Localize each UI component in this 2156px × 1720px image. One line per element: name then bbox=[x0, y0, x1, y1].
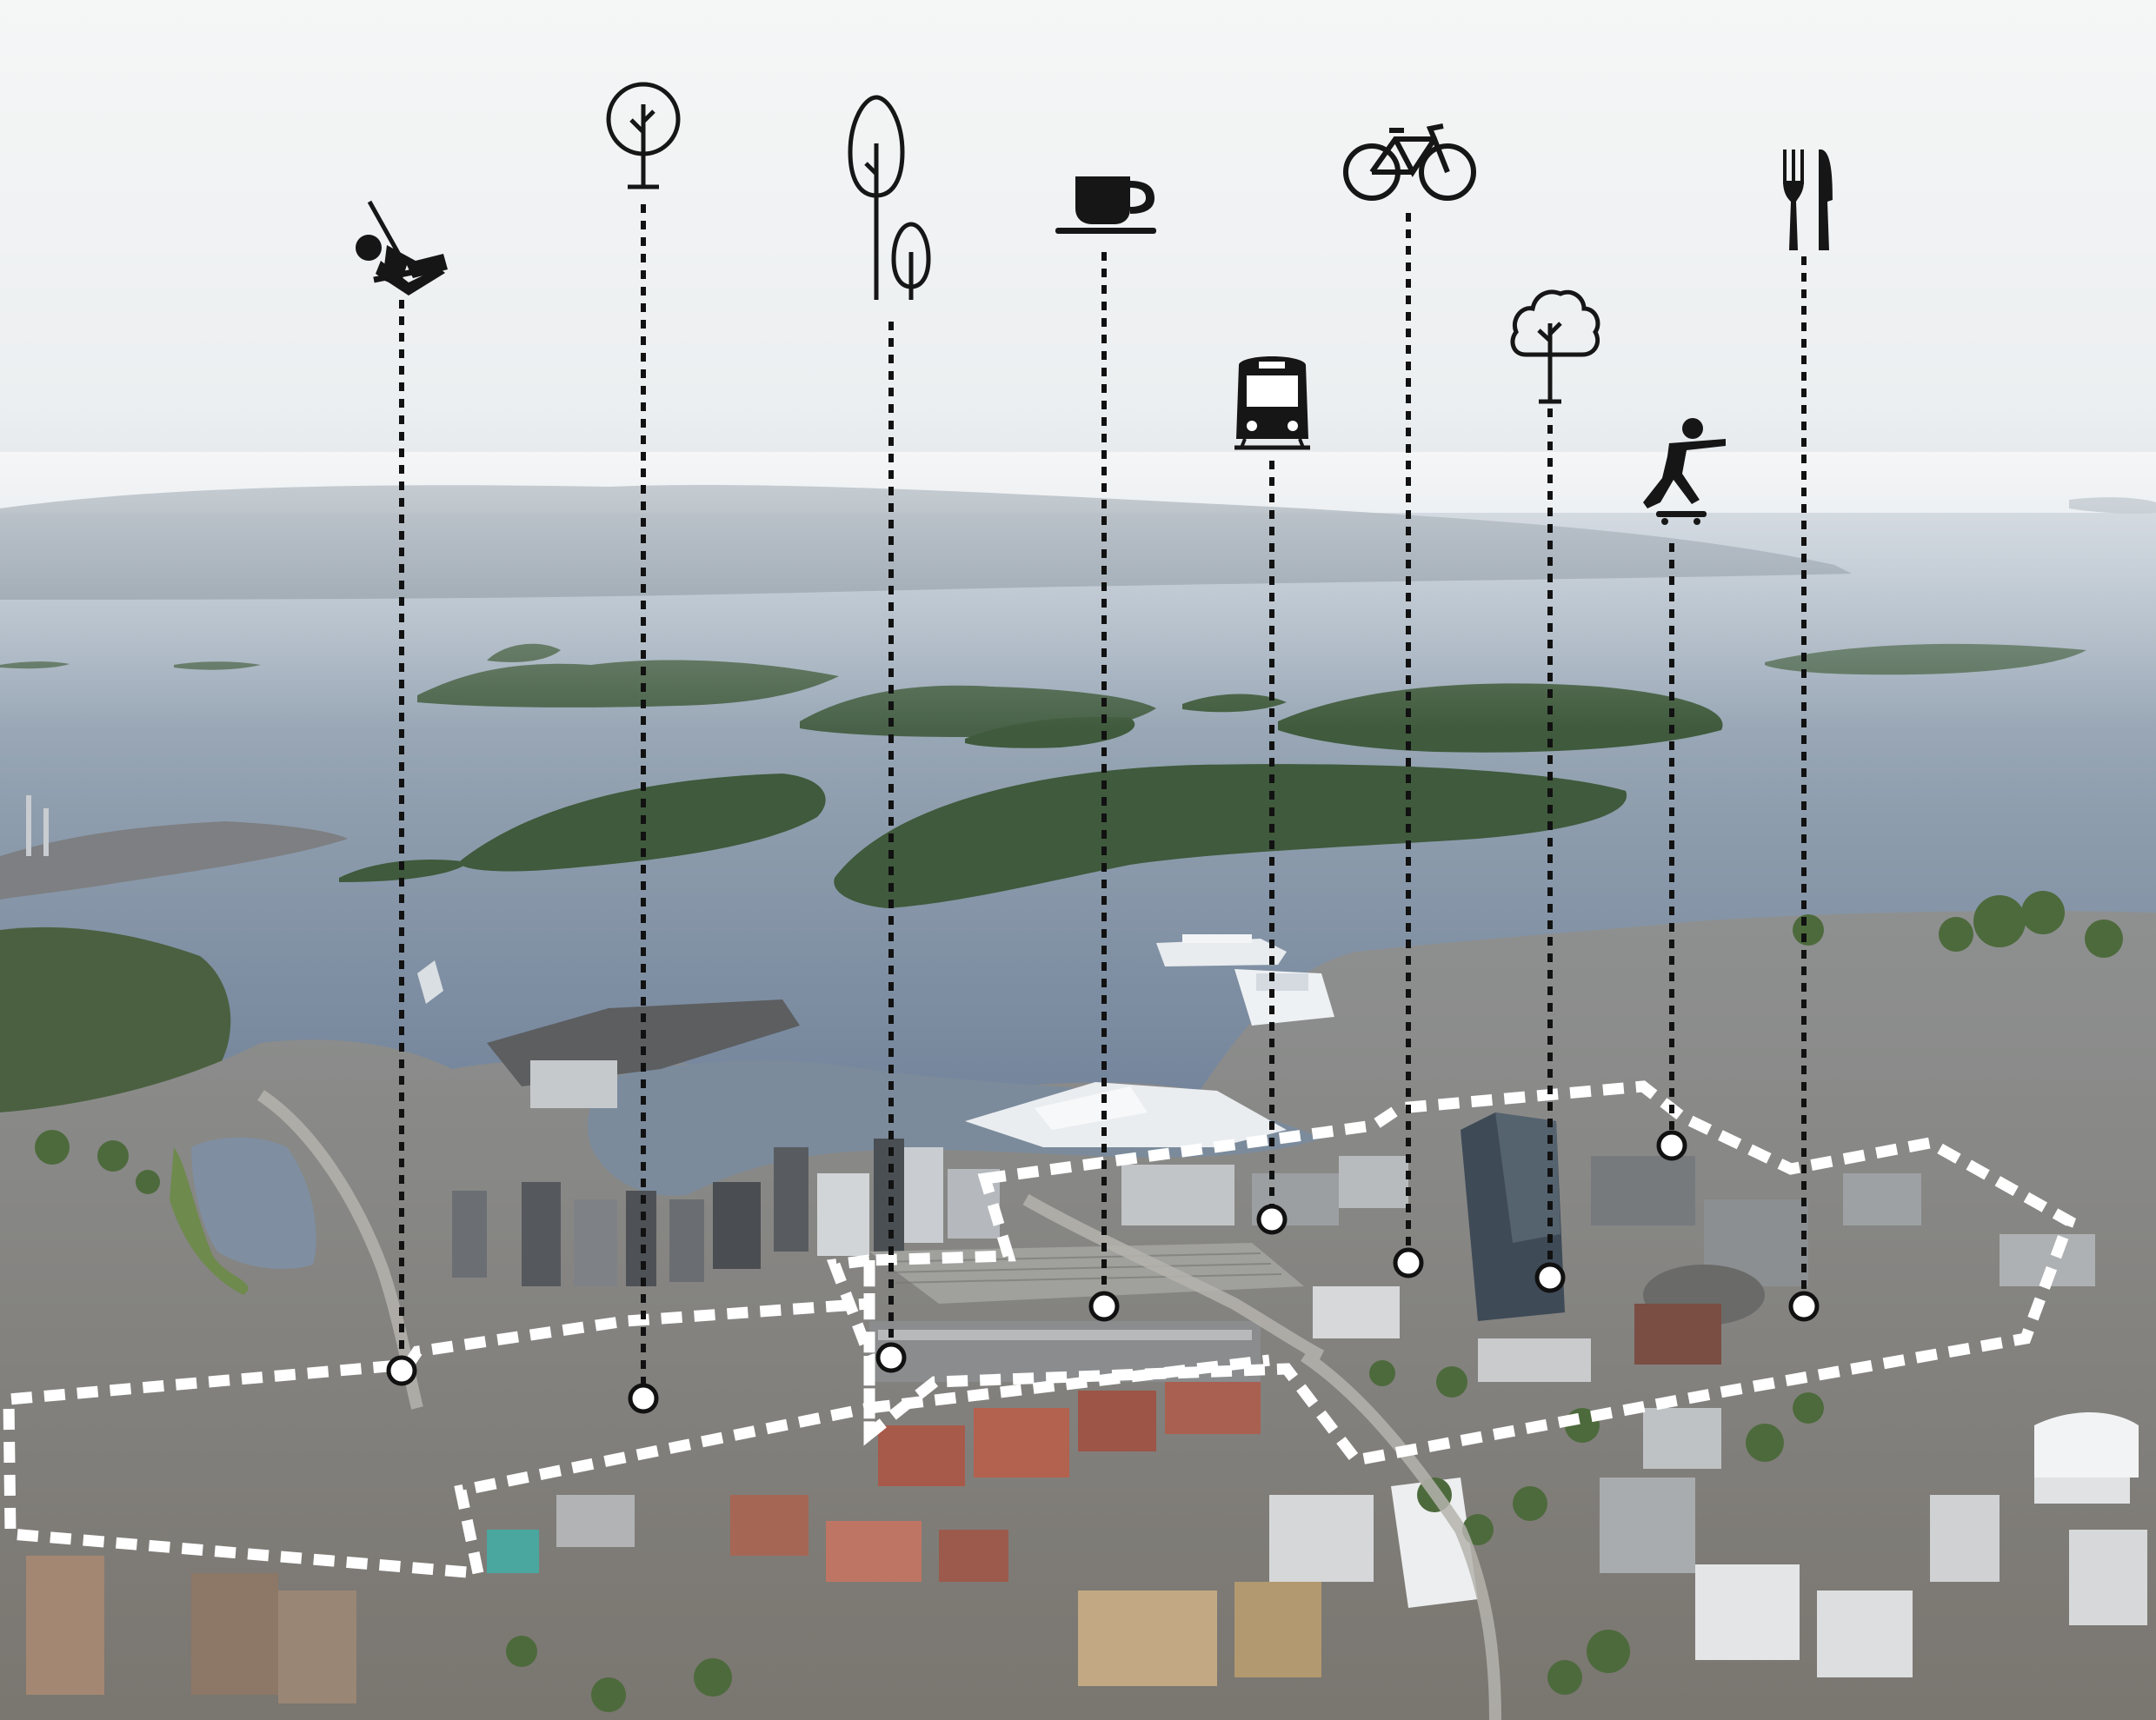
pin-lines bbox=[399, 204, 1807, 1395]
waterfront-buildings bbox=[452, 999, 1000, 1286]
coffee-cup-icon[interactable] bbox=[1055, 176, 1156, 234]
ferries bbox=[417, 934, 1334, 1026]
train-icon[interactable] bbox=[1234, 356, 1310, 450]
pin-anchor-woods[interactable] bbox=[875, 1342, 907, 1373]
fork-knife-icon[interactable] bbox=[1783, 149, 1833, 250]
trees-icon[interactable] bbox=[848, 95, 931, 300]
tree-round-icon[interactable] bbox=[606, 82, 681, 189]
white-buildings bbox=[1269, 1408, 2147, 1677]
skateboarder-icon[interactable] bbox=[1643, 418, 1726, 525]
pin-anchor-cycling[interactable] bbox=[1393, 1247, 1424, 1278]
sky bbox=[0, 0, 2156, 539]
lake bbox=[191, 1137, 316, 1269]
left-harbour bbox=[0, 821, 348, 900]
pin-anchor-park[interactable] bbox=[628, 1383, 659, 1414]
red-roof-district bbox=[26, 1382, 1321, 1703]
pin-anchor-cafe[interactable] bbox=[1088, 1291, 1120, 1322]
pin-anchor-green[interactable] bbox=[1534, 1262, 1566, 1293]
pin-anchors bbox=[386, 1130, 1820, 1414]
pin-anchor-restaurant[interactable] bbox=[1788, 1291, 1820, 1322]
district-outline bbox=[3, 1080, 2077, 1580]
swing-icon[interactable] bbox=[356, 200, 448, 296]
haze bbox=[0, 452, 2156, 730]
bicycle-icon[interactable] bbox=[1343, 123, 1476, 201]
tree-cloud-icon[interactable] bbox=[1510, 289, 1600, 404]
pin-anchor-metro[interactable] bbox=[1256, 1204, 1288, 1235]
green-hill bbox=[0, 926, 231, 1112]
pin-anchor-skate[interactable] bbox=[1656, 1130, 1687, 1161]
trees bbox=[35, 891, 2123, 1712]
city-blocks bbox=[1121, 1156, 2095, 1382]
pin-anchor-playground[interactable] bbox=[386, 1355, 417, 1386]
